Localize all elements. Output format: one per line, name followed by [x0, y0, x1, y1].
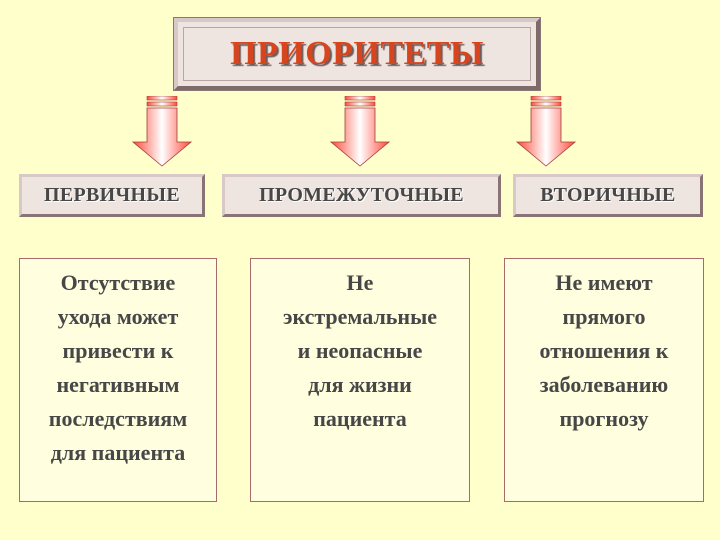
- description-text: Не экстремальные и неопасные для жизни п…: [282, 270, 438, 431]
- category-label: ВТОРИЧНЫЕ: [540, 184, 676, 206]
- category-box-primary: ПЕРВИЧНЫЕ: [19, 174, 205, 217]
- arrow-down-icon: [516, 96, 576, 167]
- description-box-intermediate: Не экстремальные и неопасные для жизни п…: [250, 258, 470, 502]
- arrow-down-icon: [330, 96, 390, 167]
- title-inner-frame: [183, 27, 531, 81]
- category-box-secondary: ВТОРИЧНЫЕ: [513, 174, 703, 217]
- description-text: Не имеют прямого отношения к заболеванию…: [539, 270, 669, 431]
- category-box-intermediate: ПРОМЕЖУТОЧНЫЕ: [222, 174, 501, 217]
- description-box-secondary: Не имеют прямого отношения к заболеванию…: [504, 258, 704, 502]
- category-label: ПЕРВИЧНЫЕ: [44, 184, 180, 206]
- description-text: Отсутствие ухода может привести к негати…: [48, 270, 188, 465]
- description-box-primary: Отсутствие ухода может привести к негати…: [19, 258, 217, 502]
- category-label: ПРОМЕЖУТОЧНЫЕ: [259, 184, 464, 206]
- arrow-down-icon: [132, 96, 192, 167]
- diagram-title: ПРИОРИТЕТЫ: [230, 35, 484, 72]
- title-box: ПРИОРИТЕТЫ: [173, 17, 541, 91]
